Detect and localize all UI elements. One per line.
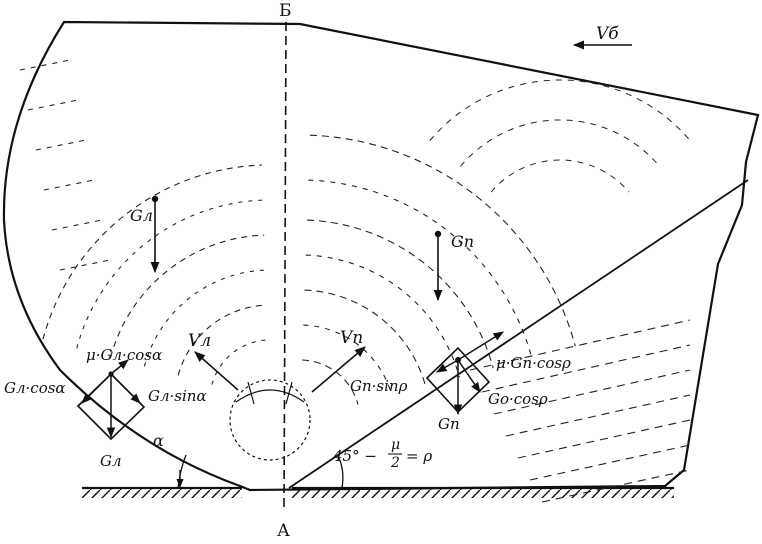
label-velocity-right: Vп xyxy=(340,328,363,348)
label-friction-left: μ·Gл·cosα xyxy=(86,346,162,364)
label-weight-left: Gл xyxy=(130,206,153,225)
label-point-a: А xyxy=(277,521,290,539)
label-point-b: Б xyxy=(279,1,292,21)
vertical-axis xyxy=(283,21,287,513)
label-angle-formula-b: = ρ xyxy=(406,447,432,465)
material-texture xyxy=(19,59,691,503)
central-lump xyxy=(229,379,311,461)
material-slope xyxy=(288,179,749,489)
angle-rho-mark xyxy=(337,455,344,489)
angle-alpha-mark xyxy=(176,454,187,489)
label-normal-right: Gо·cosρ xyxy=(488,390,548,408)
label-tangent-left: Gл·sinα xyxy=(148,387,207,405)
label-weight-right: Gп xyxy=(451,232,474,251)
right-weight-point xyxy=(434,230,442,238)
label-angle-alpha: α xyxy=(153,431,164,450)
label-weight-right-block: Gп xyxy=(438,415,460,433)
left-velocity-arrow xyxy=(194,351,239,391)
label-normal-left: Gл·cosα xyxy=(4,379,66,397)
left-weight-point xyxy=(151,195,159,203)
label-friction-right: μ·Gп·cosρ xyxy=(496,354,571,372)
left-force-block xyxy=(76,359,146,441)
label-velocity-left: Vл xyxy=(188,331,211,351)
right-force-block xyxy=(425,331,504,416)
label-tangent-right: Gп·sinρ xyxy=(350,377,408,395)
label-angle-formula-mu: μ xyxy=(391,437,400,453)
right-velocity-arrow xyxy=(311,346,366,393)
label-weight-left-block: Gл xyxy=(100,452,122,470)
label-belt-velocity: Vб xyxy=(596,24,619,44)
label-angle-formula-a: 45° − xyxy=(332,447,377,465)
label-angle-formula-two: 2 xyxy=(390,455,400,471)
drum-outline xyxy=(2,20,760,492)
